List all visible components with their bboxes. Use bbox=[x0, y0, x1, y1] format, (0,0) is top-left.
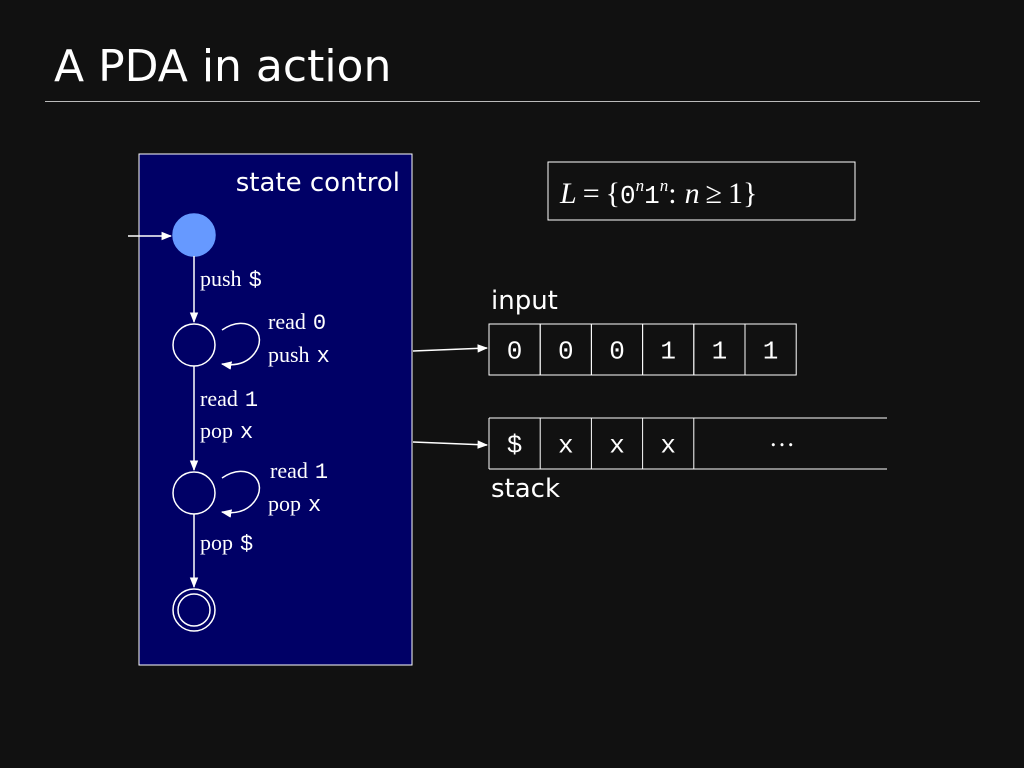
state-control-label: state control bbox=[236, 168, 400, 198]
accept-state[interactable] bbox=[172, 588, 216, 632]
title-divider bbox=[45, 101, 980, 102]
input-cell-5 bbox=[744, 323, 797, 376]
input-label: input bbox=[491, 286, 558, 316]
self-loop-1 bbox=[220, 322, 261, 370]
stack-symbol-3: x bbox=[660, 431, 676, 461]
transition-label-pop-dollar: pop$ bbox=[200, 530, 253, 557]
input-symbol-3: 1 bbox=[660, 337, 676, 367]
input-symbol-2: 0 bbox=[609, 337, 625, 367]
self-loop-2 bbox=[220, 470, 261, 518]
language-box bbox=[547, 161, 856, 221]
input-tape: 0 0 0 1 1 1 bbox=[488, 323, 797, 376]
start-state[interactable] bbox=[172, 213, 216, 257]
stack-head-arrow bbox=[412, 440, 489, 449]
stack-symbol-0: $ bbox=[507, 431, 523, 461]
stack-label: stack bbox=[491, 474, 560, 504]
stack-symbol-2: x bbox=[609, 431, 625, 461]
slide-title: A PDA in action bbox=[54, 41, 392, 92]
input-symbol-4: 1 bbox=[712, 337, 728, 367]
input-symbol-5: 1 bbox=[763, 337, 779, 367]
stack-symbol-1: x bbox=[558, 431, 574, 461]
input-symbol-0: 0 bbox=[507, 337, 523, 367]
language-definition: L={0n1n:n≥1} bbox=[559, 176, 757, 211]
input-head-arrow bbox=[412, 344, 489, 353]
stack-tape: $ x x x bbox=[488, 417, 887, 470]
transition-label-push-dollar: push$ bbox=[200, 266, 262, 293]
input-symbol-1: 0 bbox=[558, 337, 574, 367]
stack-ellipsis: … bbox=[769, 423, 795, 452]
